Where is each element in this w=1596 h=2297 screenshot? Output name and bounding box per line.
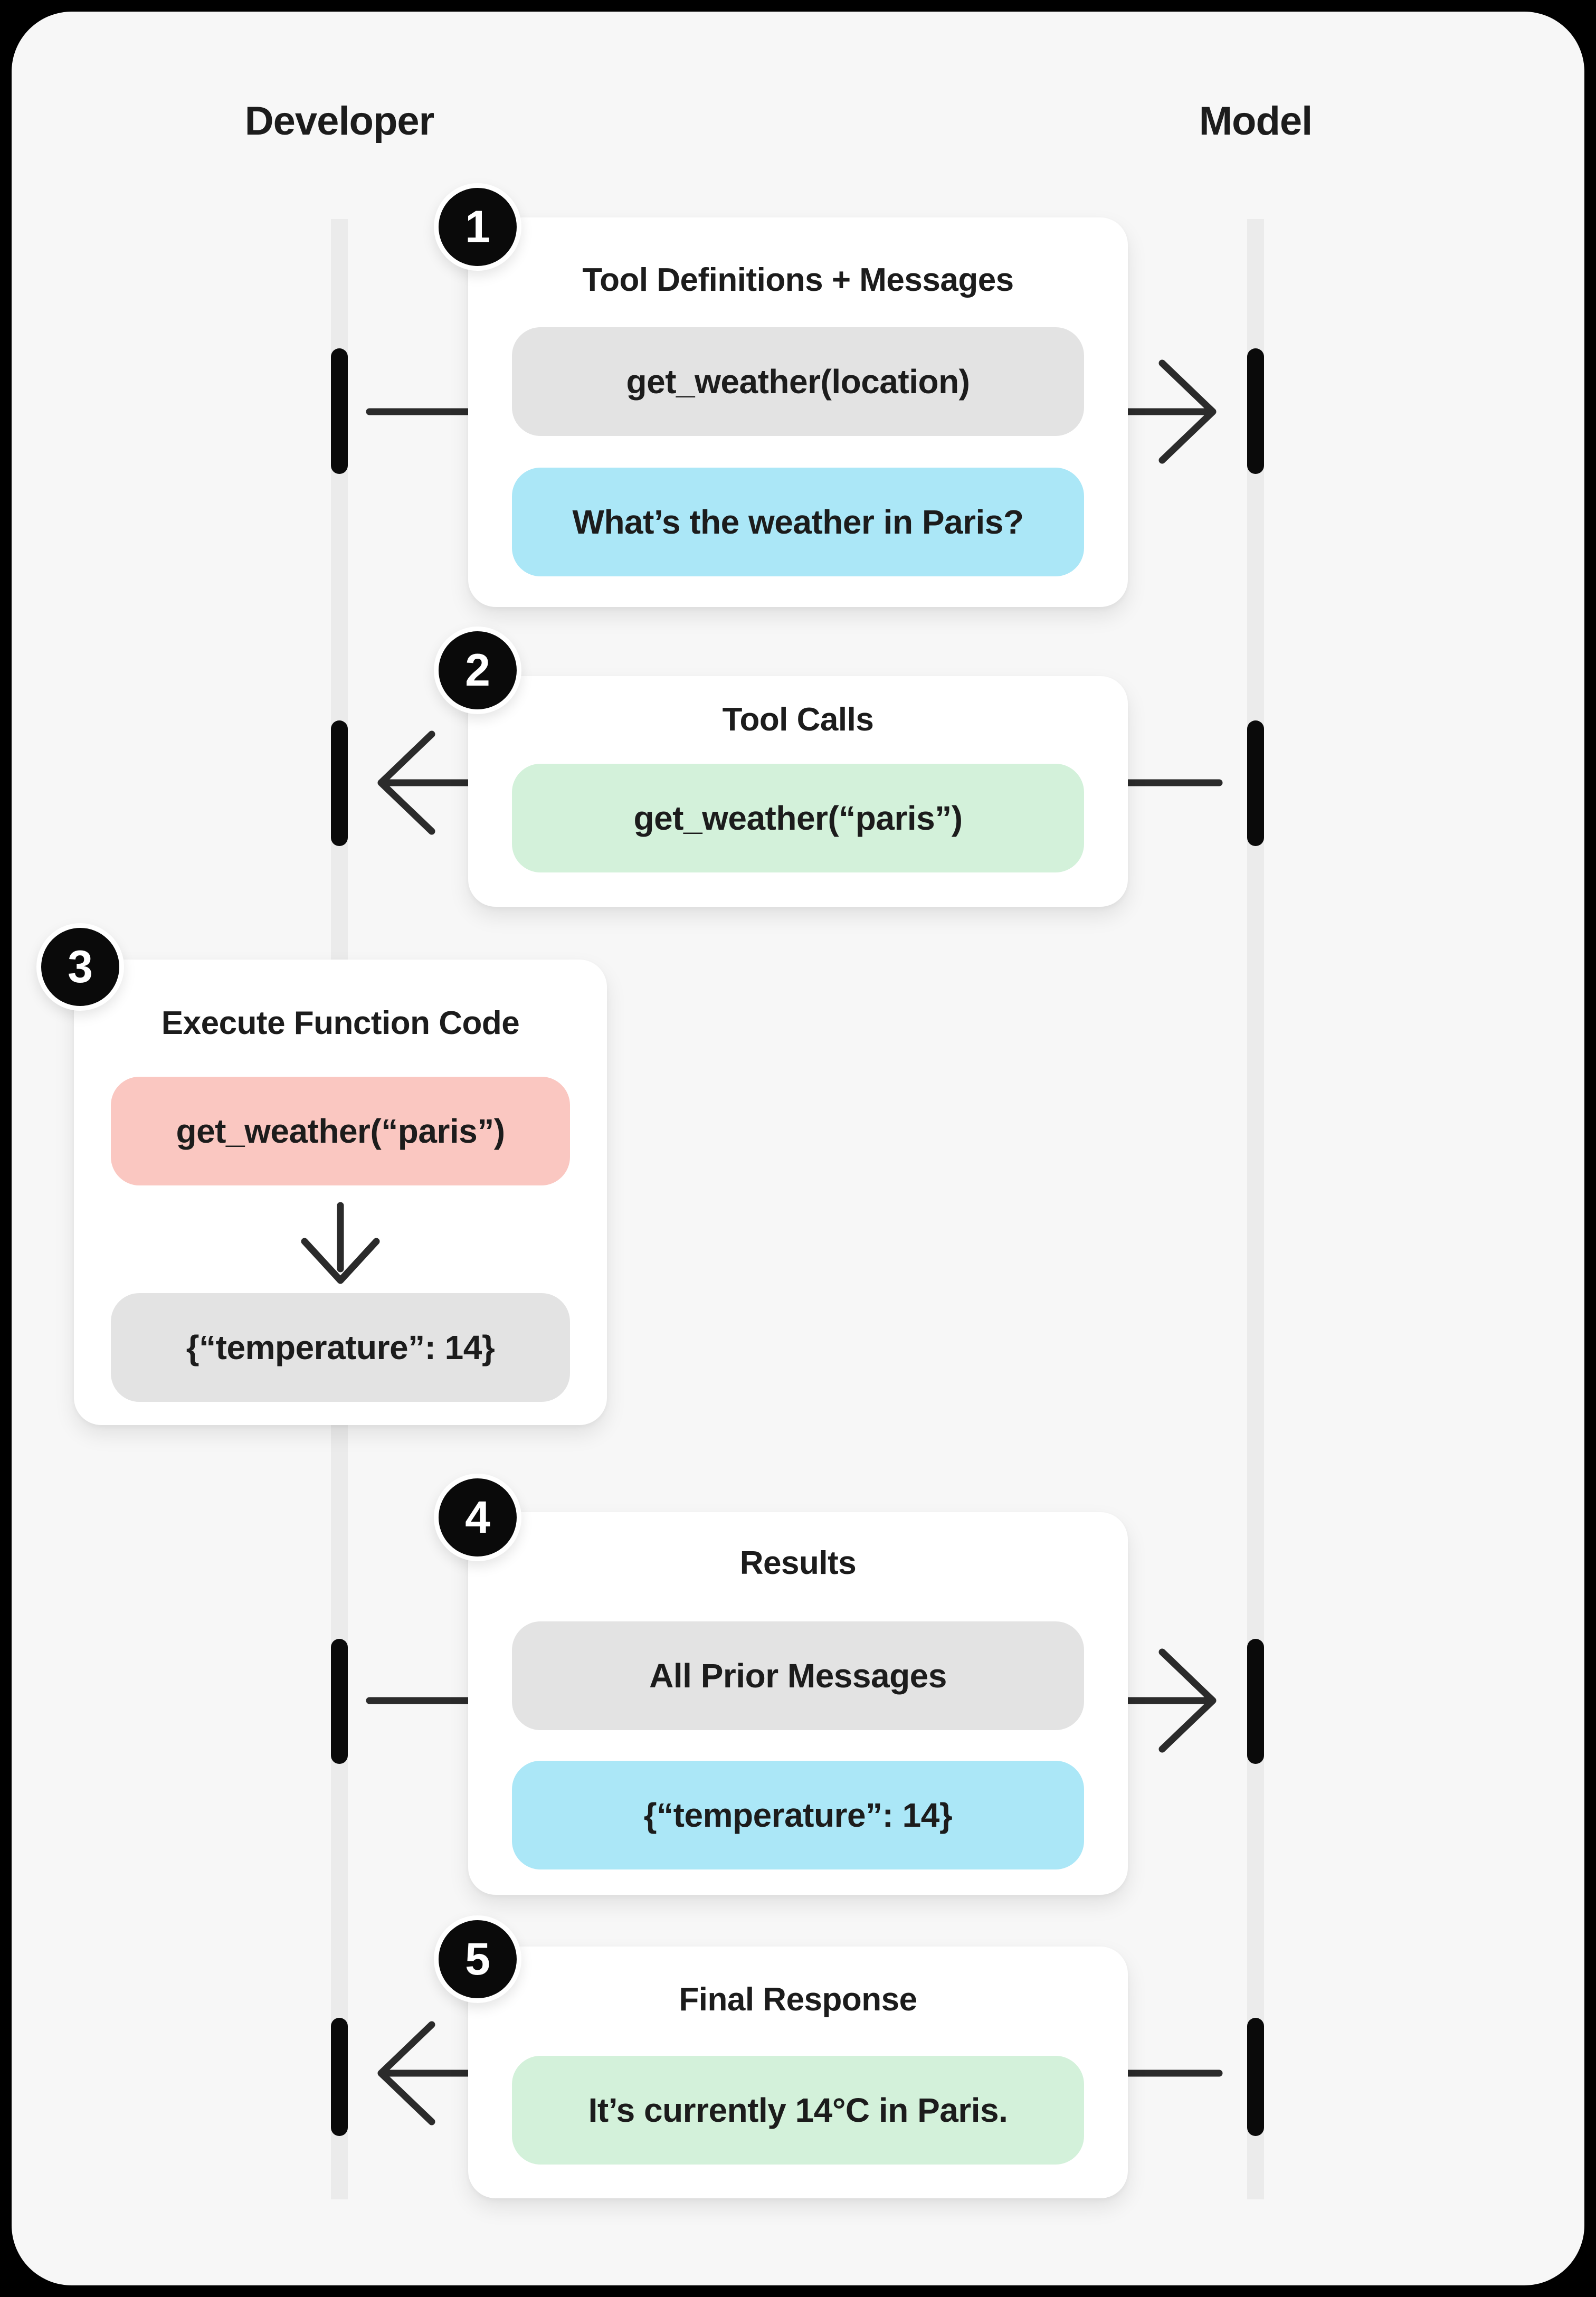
activation-bar-developer-5 (331, 2018, 348, 2136)
lane-header-model: Model (1199, 99, 1313, 144)
step-badge-3: 3 (36, 923, 124, 1011)
step-card-tool-definitions: Tool Definitions + Messages get_weather(… (468, 217, 1128, 607)
lifeline-model (1247, 219, 1264, 2199)
card-title: Tool Calls (722, 701, 874, 738)
card-title: Final Response (679, 1981, 917, 2018)
step-badge-4: 4 (434, 1474, 521, 1561)
step-card-tool-calls: Tool Calls get_weather(“paris”) (468, 676, 1128, 907)
step-card-results: Results All Prior Messages {“temperature… (468, 1512, 1128, 1895)
step-badge-1: 1 (434, 183, 521, 271)
activation-bar-model-5 (1247, 2018, 1264, 2136)
step-card-execute-function: Execute Function Code get_weather(“paris… (74, 960, 607, 1425)
message-pill-function-invocation: get_weather(“paris”) (111, 1077, 570, 1185)
message-pill-user-message: What’s the weather in Paris? (512, 468, 1084, 576)
card-title: Tool Definitions + Messages (582, 262, 1014, 298)
lane-header-developer: Developer (244, 99, 435, 144)
message-pill-tool-definition: get_weather(location) (512, 327, 1084, 436)
message-pill-result-payload: {“temperature”: 14} (512, 1761, 1084, 1869)
activation-bar-developer-1 (331, 348, 348, 474)
step-badge-5: 5 (434, 1915, 521, 2003)
activation-bar-developer-2 (331, 720, 348, 846)
message-pill-tool-call: get_weather(“paris”) (512, 764, 1084, 872)
activation-bar-developer-4 (331, 1639, 348, 1764)
step-badge-2: 2 (434, 627, 521, 714)
activation-bar-model-4 (1247, 1639, 1264, 1764)
message-pill-prior-messages: All Prior Messages (512, 1621, 1084, 1730)
step-card-final-response: Final Response It’s currently 14°C in Pa… (468, 1947, 1128, 2198)
activation-bar-model-1 (1247, 348, 1264, 474)
message-pill-function-result: {“temperature”: 14} (111, 1293, 570, 1402)
activation-bar-model-2 (1247, 720, 1264, 846)
message-pill-final-answer: It’s currently 14°C in Paris. (512, 2056, 1084, 2165)
card-title: Execute Function Code (161, 1005, 520, 1041)
card-title: Results (739, 1545, 857, 1581)
